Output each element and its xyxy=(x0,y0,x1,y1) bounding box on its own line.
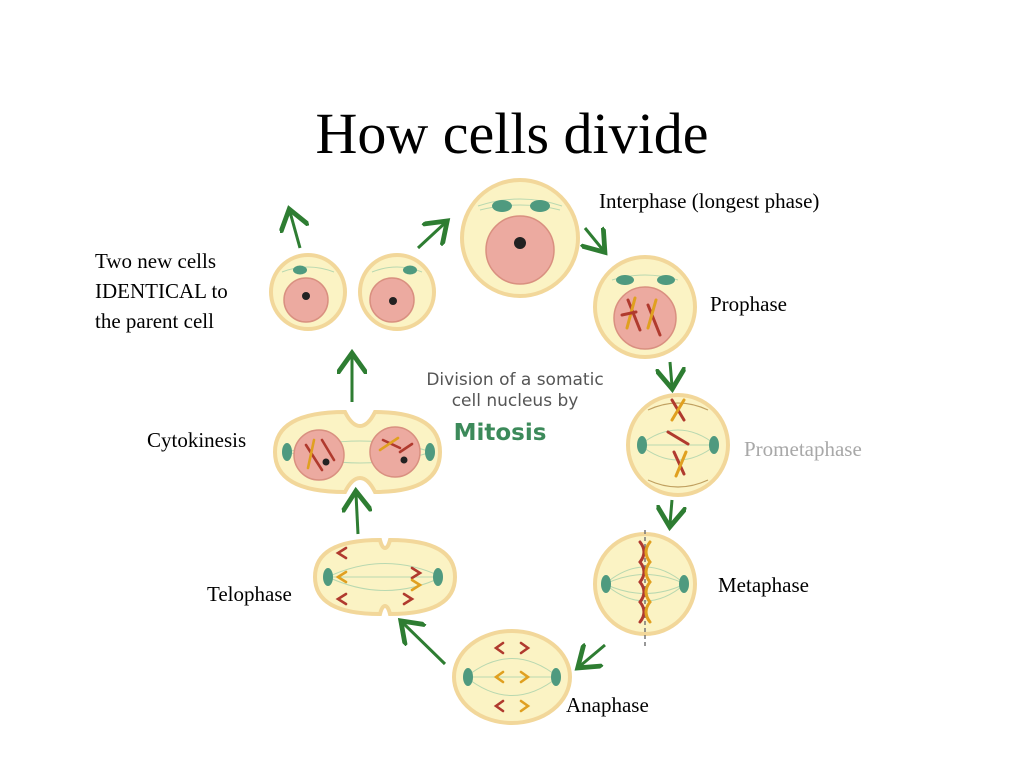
arrow-to-metaphase xyxy=(670,499,672,524)
prometaphase-cell xyxy=(626,393,730,497)
daughter-cell-right xyxy=(358,253,436,331)
label-prometaphase: Prometaphase xyxy=(744,437,862,461)
center-caption: Division of a somatic cell nucleus by xyxy=(415,370,615,412)
arrow-to-telophase xyxy=(403,623,447,666)
prophase-cell xyxy=(593,255,697,359)
arrow-to-cytokinesis xyxy=(356,494,358,535)
arrow-to-prophase xyxy=(585,228,603,250)
cytokinesis-cell xyxy=(272,409,443,495)
label-metaphase: Metaphase xyxy=(718,573,809,597)
label-two-new-cells-line-1: Two new cells xyxy=(95,249,216,273)
label-prophase: Prophase xyxy=(710,292,787,316)
telophase-cell xyxy=(312,537,458,617)
label-interphase: Interphase (longest phase) xyxy=(599,189,820,213)
caption-mitosis: Mitosis xyxy=(453,420,547,446)
label-cytokinesis: Cytokinesis xyxy=(147,428,247,452)
label-two-new-cells-line-3: the parent cell xyxy=(95,309,214,333)
caption-line-2: cell nucleus by xyxy=(451,391,579,411)
interphase-cell xyxy=(460,178,580,298)
cycle-arrows xyxy=(290,212,672,666)
label-two-new-cells-line-2: IDENTICAL to xyxy=(95,279,228,303)
arrow-to-prometaphase xyxy=(670,361,672,386)
arrow-to-interphase xyxy=(416,223,445,250)
label-anaphase: Anaphase xyxy=(566,693,649,717)
daughter-cell-left xyxy=(269,253,347,331)
anaphase-cell xyxy=(452,629,572,725)
arrow-to-anaphase xyxy=(580,645,606,666)
page-title: How cells divide xyxy=(315,101,709,166)
caption-line-1: Division of a somatic xyxy=(426,370,604,390)
label-two-new-cells: Two new cells IDENTICAL to the parent ce… xyxy=(95,246,228,336)
label-telophase: Telophase xyxy=(207,582,292,606)
metaphase-cell xyxy=(593,530,697,646)
arrow-out xyxy=(290,212,300,249)
